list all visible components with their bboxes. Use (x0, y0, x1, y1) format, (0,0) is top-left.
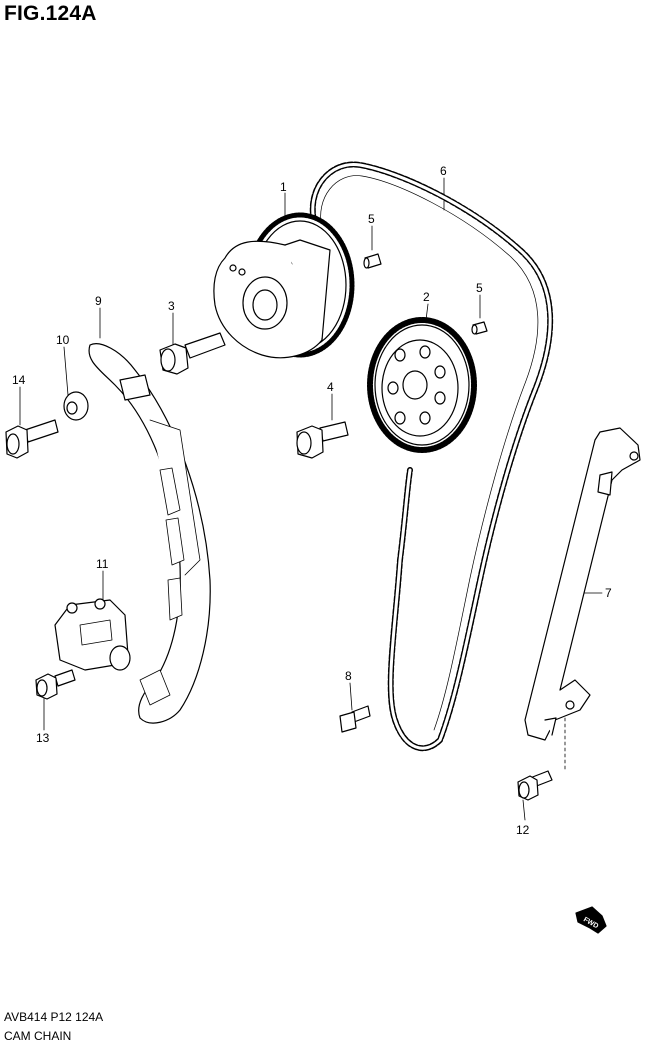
washer (63, 391, 89, 421)
guide-bolt-12 (517, 770, 553, 801)
diagram-code: AVB414 P12 124A (4, 1010, 104, 1024)
callout-8: 8 (345, 669, 352, 683)
callout-10: 10 (56, 333, 70, 347)
cam-chain (309, 161, 554, 752)
figure-title: FIG.124A (4, 2, 97, 25)
callout-7: 7 (605, 586, 612, 600)
callout-1: 1 (280, 180, 287, 194)
callout-4: 4 (327, 380, 334, 394)
callout-11: 11 (96, 557, 109, 571)
guide-pin (339, 705, 371, 733)
arm-pivot-bolt-14 (5, 419, 59, 459)
callout-14: 14 (12, 373, 26, 387)
sprocket-bolt-3 (159, 332, 226, 375)
callout-2: 2 (423, 290, 430, 304)
callout-5b: 5 (476, 281, 483, 295)
callout-9: 9 (95, 294, 102, 308)
tensioner-bolt-13 (35, 669, 76, 700)
leader-lines (19, 177, 603, 821)
diagram-name: CAM CHAIN (4, 1029, 72, 1043)
callout-3: 3 (168, 299, 175, 313)
callout-13: 13 (36, 731, 50, 745)
cam-sprocket (367, 317, 477, 453)
callout-6: 6 (440, 164, 447, 178)
fwd-arrow-icon: FWD (575, 906, 607, 934)
tensioner-arm (88, 343, 211, 724)
chain-tensioner (54, 598, 131, 671)
callout-5a: 5 (368, 212, 375, 226)
sprocket-bolt-4 (296, 421, 349, 459)
chain-guide (524, 427, 641, 741)
dowel-pin-right (471, 321, 488, 335)
dowel-pin-upper (363, 253, 382, 269)
callout-12: 12 (516, 823, 530, 837)
vvt-sprocket-assembly (213, 212, 355, 359)
